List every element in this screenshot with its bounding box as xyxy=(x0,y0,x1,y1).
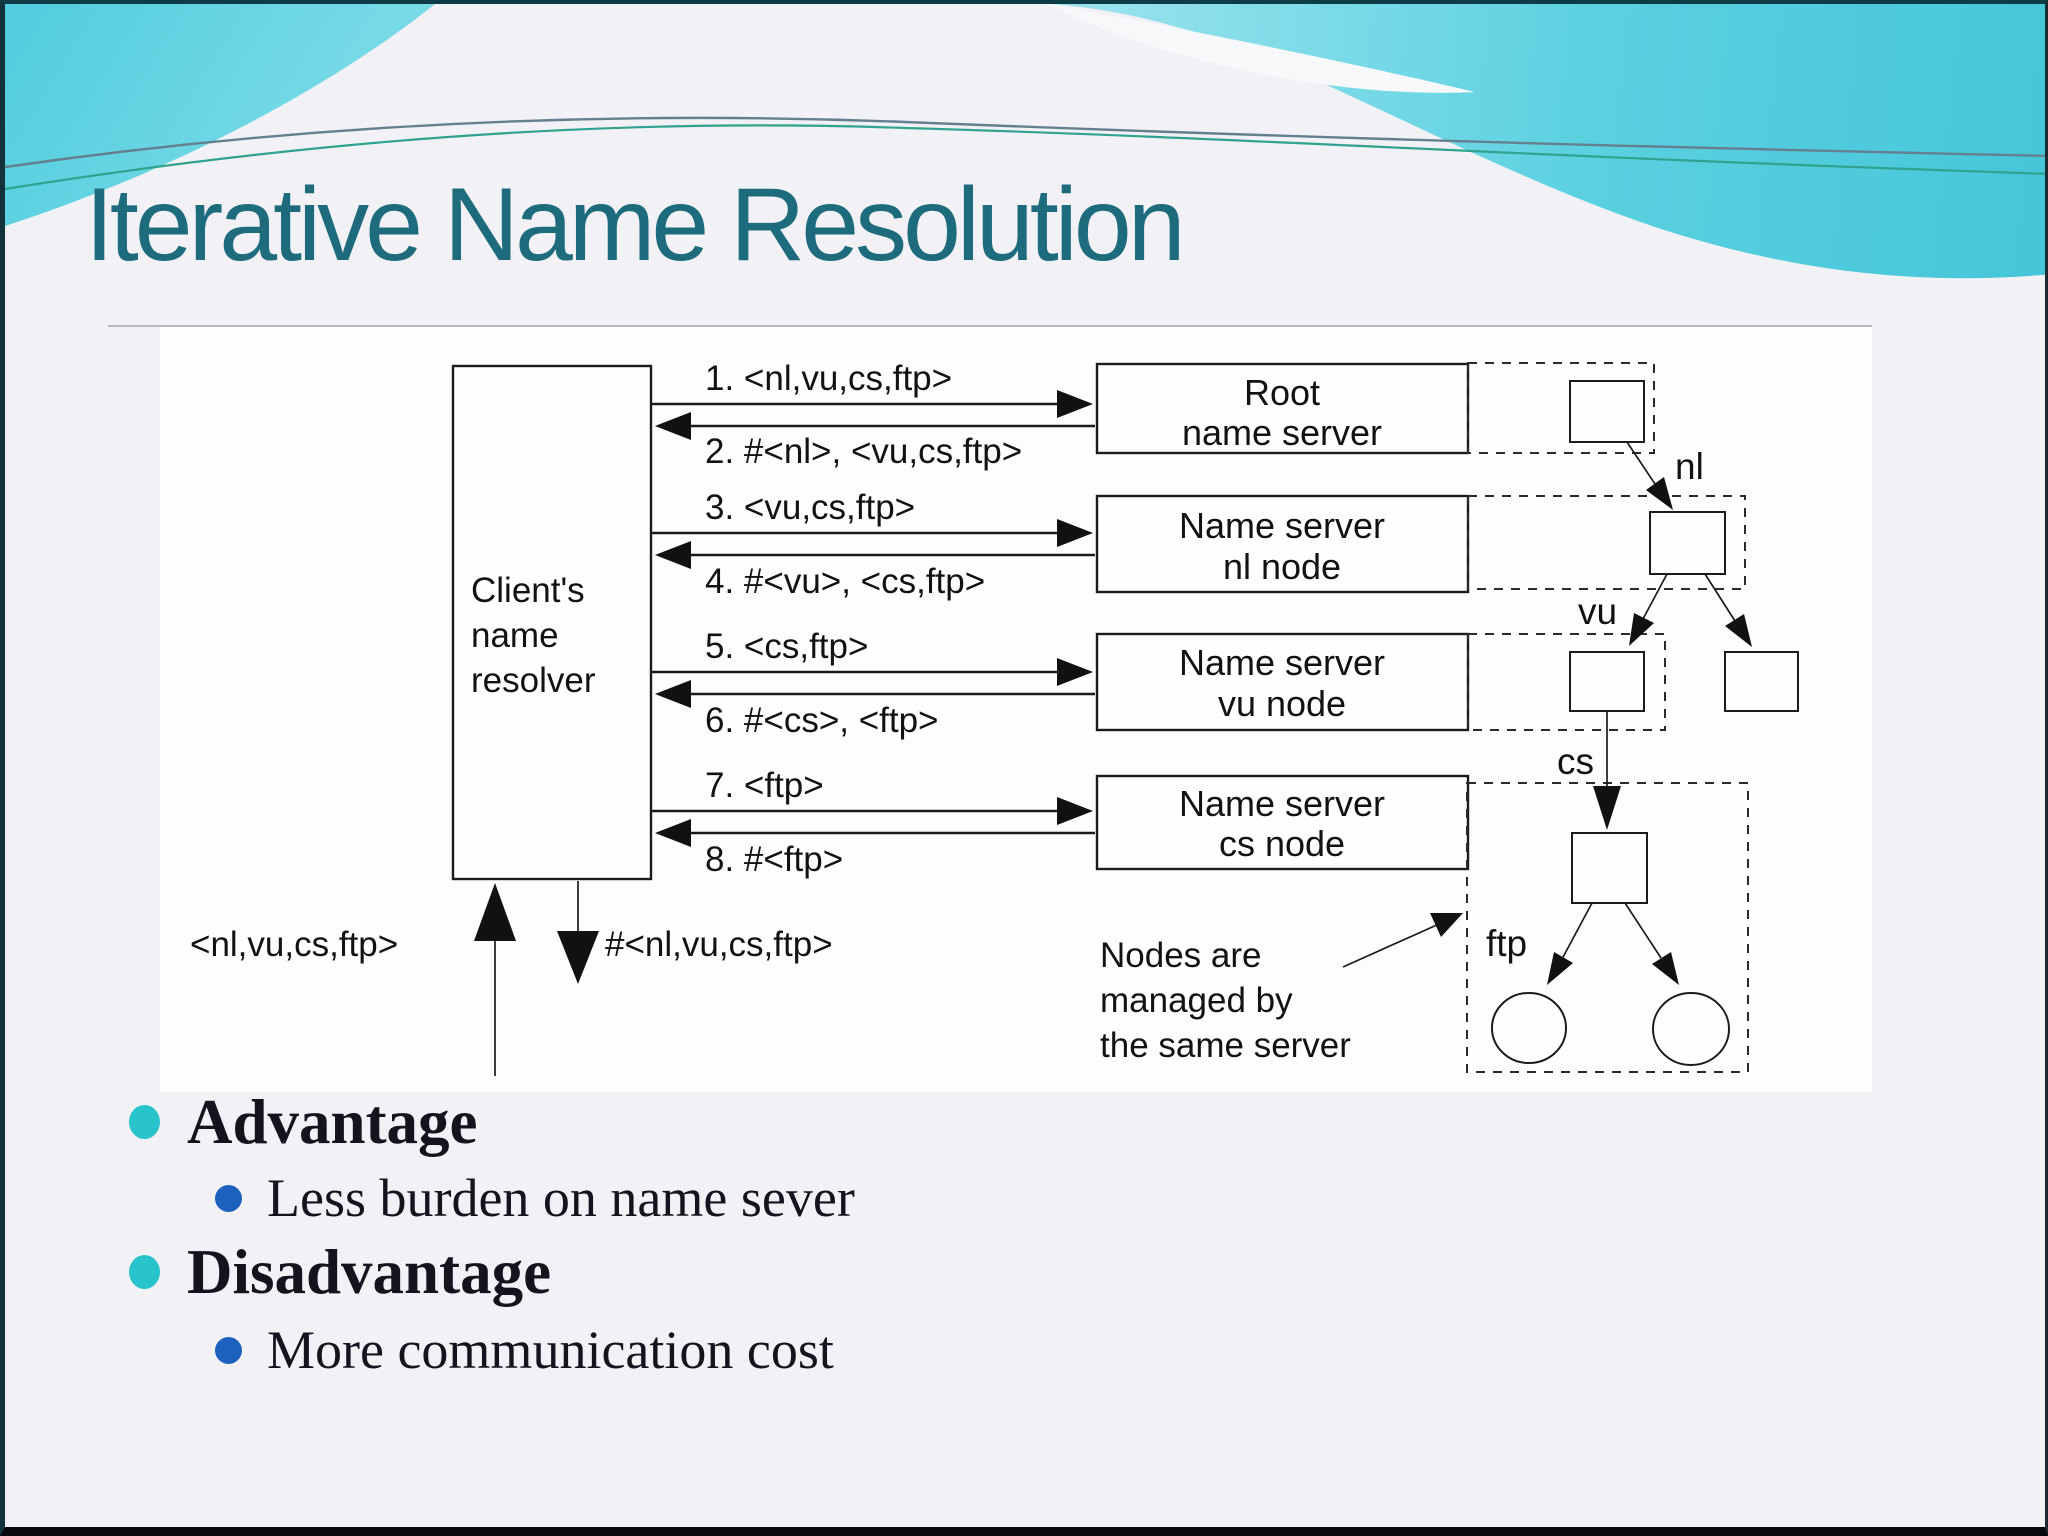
client-label-line2: name xyxy=(471,616,559,655)
server-root-line1: Root xyxy=(1244,372,1320,413)
message-label-3: 3. <vu,cs,ftp> xyxy=(705,488,915,527)
bullet-label: More communication cost xyxy=(267,1320,834,1380)
server-vu-line2: vu node xyxy=(1218,683,1346,724)
tree-label-cs: cs xyxy=(1557,741,1594,782)
arrowhead-left-2 xyxy=(655,412,691,440)
zone-vu xyxy=(1467,633,1666,731)
message-label-5: 5. <cs,ftp> xyxy=(705,627,868,666)
wave-right-band xyxy=(1050,4,2045,279)
note-arrow xyxy=(1342,913,1463,968)
arrowhead-right-1 xyxy=(1057,390,1093,418)
tree-label-nl: nl xyxy=(1675,446,1704,487)
server-cs-line1: Name server xyxy=(1179,783,1385,824)
client-label-line3: resolver xyxy=(471,661,596,700)
header-wave-decoration xyxy=(5,4,2045,279)
arrowhead-up xyxy=(474,883,516,941)
tree-label-vu: vu xyxy=(1578,591,1617,632)
server-box-vu xyxy=(1095,632,1470,732)
server-box-nl xyxy=(1095,494,1470,594)
message-arrows-cs xyxy=(651,797,1095,847)
note-line1: Nodes are xyxy=(1100,936,1261,975)
server-cs-line2: cs node xyxy=(1219,823,1345,864)
message-label-7: 7. <ftp> xyxy=(705,766,824,805)
bullet-marker-blue xyxy=(215,1336,242,1364)
message-label-2: 2. #<nl>, <vu,cs,ftp> xyxy=(705,432,1022,471)
arrowhead-left-8 xyxy=(655,819,691,847)
message-arrows-root xyxy=(651,390,1095,440)
message-label-6: 6. #<cs>, <ftp> xyxy=(705,701,939,740)
page-title: Iterative Name Resolution xyxy=(85,167,1186,283)
message-arrows-vu xyxy=(651,658,1095,708)
tree-node-vu xyxy=(1569,651,1645,712)
note-line3: the same server xyxy=(1100,1026,1351,1065)
tree-arrowhead-vu xyxy=(1629,613,1654,646)
arrowhead-right-5 xyxy=(1057,658,1093,686)
tree-arrowhead-nl xyxy=(1646,477,1673,510)
client-label-line1: Client's xyxy=(471,571,585,610)
bullet-marker-cyan xyxy=(129,1105,160,1139)
tree-leaf-right xyxy=(1652,992,1730,1066)
tree-node-sibling xyxy=(1724,651,1799,712)
server-nl-line2: nl node xyxy=(1223,546,1341,587)
wave-left-lobe xyxy=(5,4,435,226)
note-arrowhead xyxy=(1430,913,1463,937)
slide-canvas: Client's name resolver 1. <nl,vu,cs,ftp>… xyxy=(5,4,2045,1092)
bullet-label: Less burden on name sever xyxy=(267,1168,855,1228)
arrowhead-down xyxy=(557,931,599,984)
message-label-1: 1. <nl,vu,cs,ftp> xyxy=(705,359,952,398)
arrowhead-left-6 xyxy=(655,680,691,708)
wave-line-slate xyxy=(5,116,2045,169)
message-arrows-nl xyxy=(651,519,1095,569)
client-resolver-box xyxy=(451,364,653,881)
server-nl-line1: Name server xyxy=(1179,505,1385,546)
arrowhead-left-4 xyxy=(655,541,691,569)
bullet-item-disadvantage: Disadvantage xyxy=(129,1237,551,1307)
server-box-root xyxy=(1095,362,1470,455)
note-line2: managed by xyxy=(1100,981,1293,1020)
response-label: #<nl,vu,cs,ftp> xyxy=(605,925,833,964)
tree-arrowhead-cs xyxy=(1593,786,1621,830)
tree-node-nl xyxy=(1649,511,1726,575)
wave-line-green xyxy=(5,124,2045,191)
client-response-arrow-down xyxy=(557,881,599,984)
tree-label-ftp: ftp xyxy=(1486,923,1527,964)
request-label: <nl,vu,cs,ftp> xyxy=(190,925,398,964)
server-root-line2: name server xyxy=(1182,412,1382,453)
bullet-item-advantage: Advantage xyxy=(129,1087,478,1157)
zone-nl xyxy=(1467,495,1746,590)
tree-arrowhead-leaf-left xyxy=(1547,952,1573,985)
bullet-item-less-burden: Less burden on name sever xyxy=(215,1168,855,1228)
tree-node-root xyxy=(1569,380,1645,443)
server-box-cs xyxy=(1095,774,1470,871)
server-vu-line1: Name server xyxy=(1179,642,1385,683)
arrowhead-right-7 xyxy=(1057,797,1093,825)
wave-white-wedge xyxy=(1050,4,1475,93)
message-label-4: 4. #<vu>, <cs,ftp> xyxy=(705,562,985,601)
tree-arrowhead-leaf-right xyxy=(1652,952,1679,985)
bullet-label: Advantage xyxy=(187,1086,478,1157)
tree-node-cs xyxy=(1571,832,1648,904)
bullet-marker-cyan xyxy=(129,1255,160,1289)
client-request-arrow-up xyxy=(474,883,516,1076)
tree-leaf-left xyxy=(1491,992,1567,1064)
message-label-8: 8. #<ftp> xyxy=(705,840,843,879)
zone-root xyxy=(1467,362,1655,454)
bullet-label: Disadvantage xyxy=(187,1236,552,1307)
bullet-item-more-cost: More communication cost xyxy=(215,1320,834,1380)
tree-arrowhead-sibling xyxy=(1725,614,1752,647)
arrowhead-right-3 xyxy=(1057,519,1093,547)
bullet-marker-blue xyxy=(215,1184,242,1212)
tree-edges xyxy=(1547,441,1752,985)
